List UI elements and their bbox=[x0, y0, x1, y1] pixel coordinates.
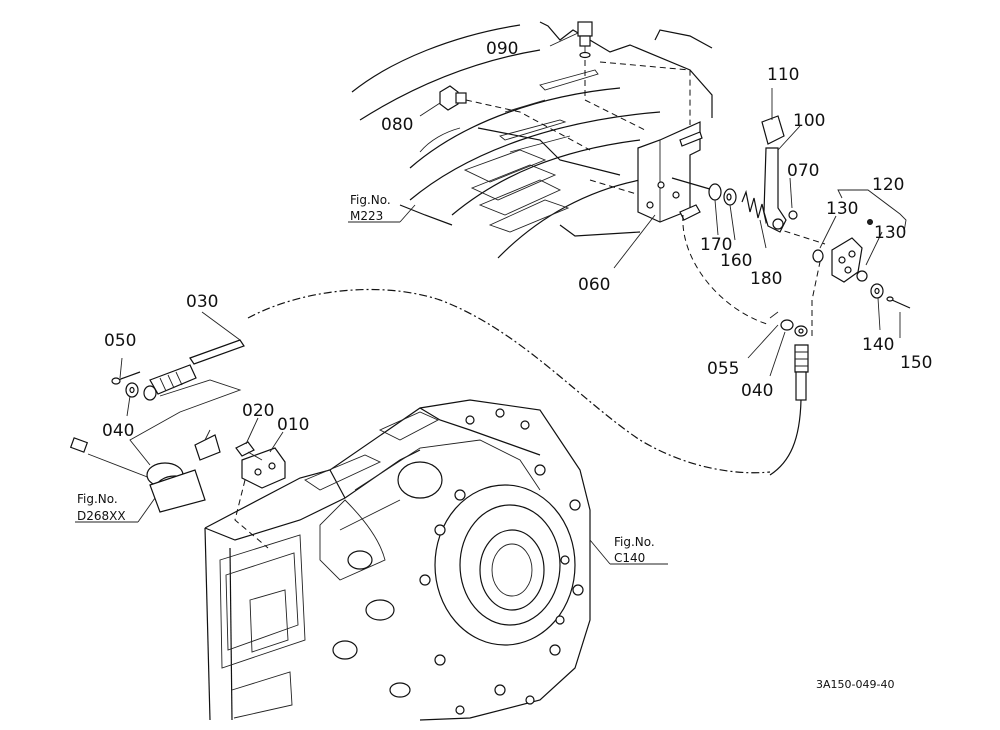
callout-130-b: 130 bbox=[874, 223, 906, 243]
washer-040-left bbox=[125, 382, 139, 398]
projection-line-bracket bbox=[599, 61, 691, 125]
fig-ref-c140-code: C140 bbox=[614, 551, 645, 565]
fig-ref-m223-code: M223 bbox=[350, 209, 383, 223]
projection-line-cable-end bbox=[811, 261, 821, 336]
projection-line-080 bbox=[465, 99, 591, 151]
callout-labels: 090 080 110 100 070 120 130 130 170 160 … bbox=[102, 39, 932, 441]
bracket-060 bbox=[637, 121, 721, 223]
group-bracket-120 bbox=[837, 189, 907, 233]
projection-line-090 bbox=[584, 60, 646, 131]
figure-refs: Fig.No. M223 Fig.No. D268XX Fig.No. C140 bbox=[77, 193, 655, 565]
callout-120: 120 bbox=[872, 175, 904, 195]
cable-030-route bbox=[247, 288, 771, 474]
callout-140: 140 bbox=[862, 335, 894, 355]
bracket-010 bbox=[241, 447, 286, 489]
cotter-pin-150 bbox=[886, 296, 911, 309]
clevis-assembly-120 bbox=[812, 219, 873, 283]
projection-line-lever-to-cable bbox=[682, 214, 771, 326]
callout-090: 090 bbox=[486, 39, 518, 59]
callout-040-left: 040 bbox=[102, 421, 134, 441]
callout-100: 100 bbox=[793, 111, 825, 131]
callout-040-right: 040 bbox=[741, 381, 773, 401]
callout-030: 030 bbox=[186, 292, 218, 312]
clutch-release-d268 bbox=[146, 429, 221, 513]
fig-ref-m223-caption: Fig.No. bbox=[350, 193, 391, 207]
pin-070 bbox=[788, 210, 798, 220]
callout-050: 050 bbox=[104, 331, 136, 351]
knob-110 bbox=[761, 115, 785, 145]
projection-line-bracket-010 bbox=[234, 479, 269, 549]
callout-055: 055 bbox=[707, 359, 739, 379]
callout-110: 110 bbox=[767, 65, 799, 85]
bolt-080 bbox=[439, 85, 467, 111]
transmission-case bbox=[204, 399, 591, 721]
drawing-code: 3A150-049-40 bbox=[816, 678, 894, 691]
callout-060: 060 bbox=[578, 275, 610, 295]
cable-030-end bbox=[143, 339, 245, 401]
callout-010: 010 bbox=[277, 415, 309, 435]
callout-150: 150 bbox=[900, 353, 932, 373]
callout-070: 070 bbox=[787, 161, 819, 181]
washer-140 bbox=[870, 283, 884, 299]
bolt-090 bbox=[577, 21, 593, 59]
lever-100 bbox=[763, 147, 787, 233]
callout-130-a: 130 bbox=[826, 199, 858, 219]
fig-ref-d268-code: D268XX bbox=[77, 509, 126, 523]
bolt-020 bbox=[235, 441, 263, 461]
fig-ref-c140-caption: Fig.No. bbox=[614, 535, 655, 549]
fender-panel bbox=[351, 21, 713, 259]
leader-box-030 bbox=[129, 379, 242, 466]
callout-170: 170 bbox=[700, 235, 732, 255]
pin-050 bbox=[111, 371, 141, 385]
callout-080: 080 bbox=[381, 115, 413, 135]
fig-ref-d268-caption: Fig.No. bbox=[77, 492, 118, 506]
leader-lines bbox=[75, 32, 901, 565]
callout-020: 020 bbox=[242, 401, 274, 421]
projection-line-shaft bbox=[589, 179, 641, 196]
bolt-d268 bbox=[69, 437, 151, 479]
cable-end-right bbox=[769, 311, 809, 476]
callout-180: 180 bbox=[750, 269, 782, 289]
callout-160: 160 bbox=[720, 251, 752, 271]
